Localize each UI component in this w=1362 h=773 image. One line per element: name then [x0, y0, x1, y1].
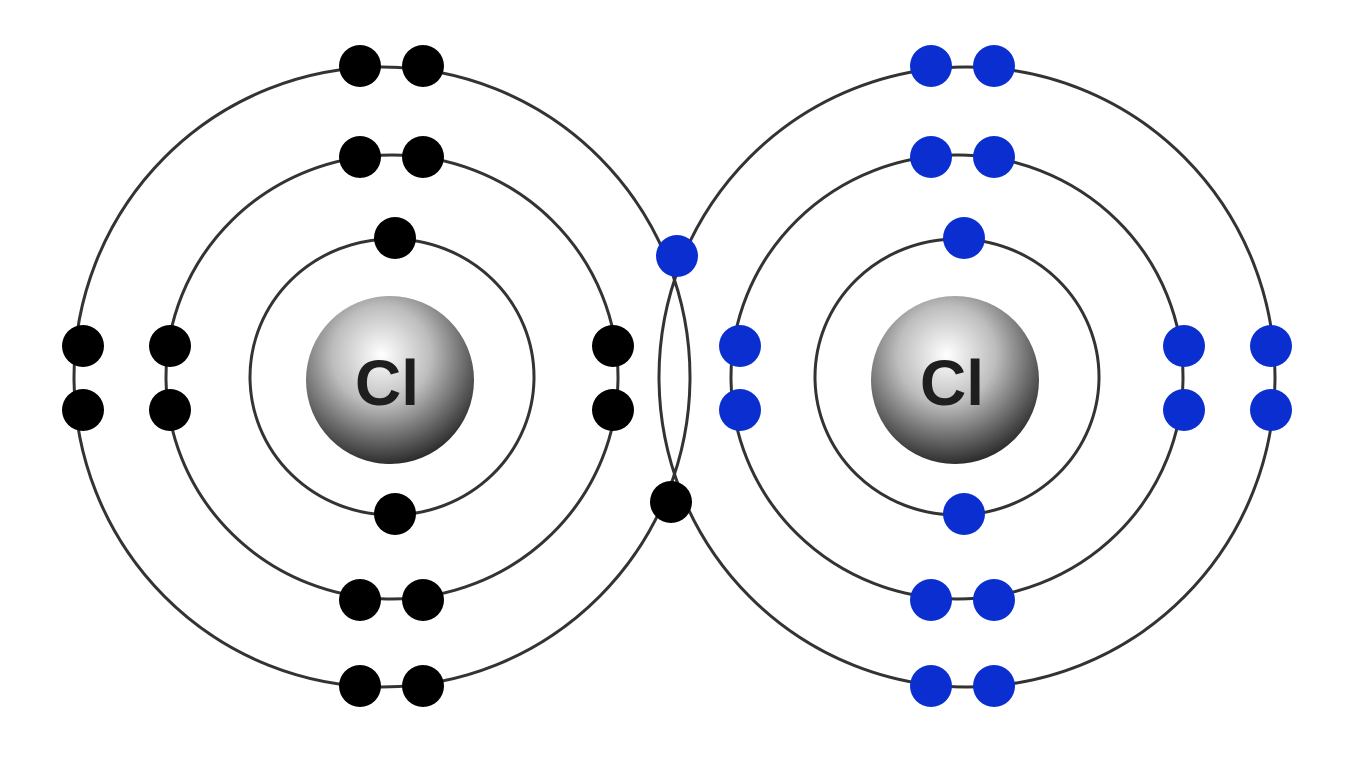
left-chlorine-atom: Cl	[62, 45, 692, 707]
left-nucleus	[306, 296, 474, 464]
right-shell2-electron	[719, 389, 761, 431]
left-nucleus-symbol: Cl	[355, 347, 419, 419]
right-shell3-electron	[910, 665, 952, 707]
left-shell3-electron	[402, 665, 444, 707]
right-nucleus-symbol: Cl	[920, 347, 984, 419]
right-shell3-electron	[910, 45, 952, 87]
right-shell-3	[657, 65, 1277, 689]
right-shell2-electron	[1163, 325, 1205, 367]
left-shell2-electron	[592, 325, 634, 367]
right-shell2-electron	[973, 136, 1015, 178]
right-shell1-electron	[943, 217, 985, 259]
shared-electron-pair	[650, 235, 698, 523]
right-shell2-electron	[973, 579, 1015, 621]
right-chlorine-atom: Cl	[657, 45, 1292, 707]
right-shell-2	[729, 153, 1185, 601]
left-shell3-electron	[339, 665, 381, 707]
shared-electron-black	[650, 481, 692, 523]
left-shell2-electron	[402, 579, 444, 621]
right-shell3-electron	[1250, 325, 1292, 367]
left-shell-3	[72, 65, 692, 689]
left-shell2-electron	[592, 389, 634, 431]
left-shell2-electron	[149, 389, 191, 431]
right-shell3-electron	[973, 665, 1015, 707]
shared-electron-blue	[656, 235, 698, 277]
right-shell2-electron	[910, 136, 952, 178]
right-shell3-electron	[1250, 389, 1292, 431]
right-shell2-electron	[1163, 389, 1205, 431]
right-shell2-electron	[719, 325, 761, 367]
left-shell1-electron	[374, 217, 416, 259]
left-shell3-electron	[62, 389, 104, 431]
left-shell2-electron	[339, 136, 381, 178]
right-shell2-electron	[910, 579, 952, 621]
left-shell3-electron	[402, 45, 444, 87]
left-shell2-electron	[149, 325, 191, 367]
left-shell2-electron	[339, 579, 381, 621]
left-shell2-electron	[402, 136, 444, 178]
left-shell3-electron	[339, 45, 381, 87]
right-shell3-electron	[973, 45, 1015, 87]
left-shell3-electron	[62, 325, 104, 367]
right-shell1-electron	[943, 493, 985, 535]
right-nucleus	[871, 296, 1039, 464]
left-shell1-electron	[374, 493, 416, 535]
left-shell-2	[164, 153, 620, 601]
